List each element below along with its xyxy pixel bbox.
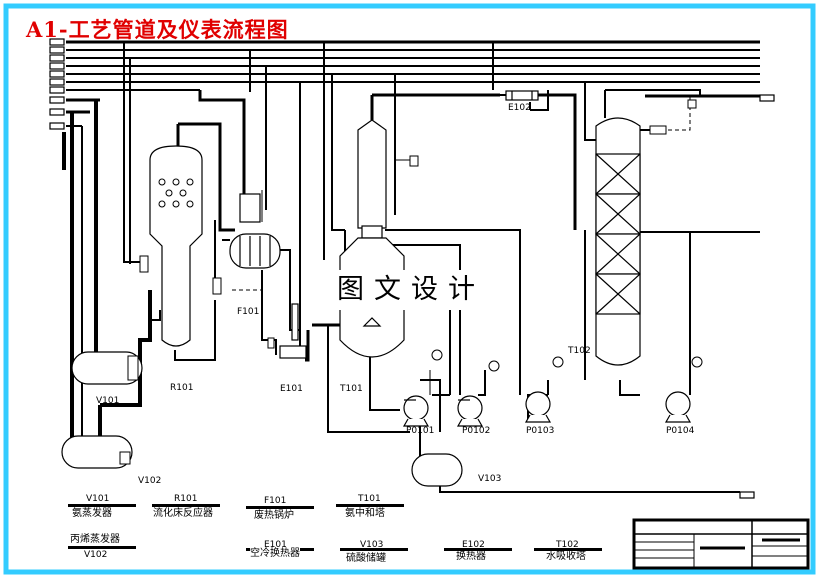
legend-name: 氨蒸发器 xyxy=(72,508,112,519)
utility-header-lines xyxy=(66,40,760,127)
tag-p0101: P0101 xyxy=(406,426,435,436)
legend-tag: R101 xyxy=(174,494,198,504)
pump-p0101 xyxy=(402,395,430,427)
legend-bar xyxy=(340,548,408,551)
tag-r101: R101 xyxy=(170,383,194,393)
line-end-markers xyxy=(739,94,775,499)
tag-p0104: P0104 xyxy=(666,426,695,436)
legend-bar xyxy=(68,546,136,549)
tag-p0103: P0103 xyxy=(526,426,555,436)
tag-e101: E101 xyxy=(280,384,303,394)
legend-name: 流化床反应器 xyxy=(153,508,213,519)
legend-tag: E101 xyxy=(264,540,287,550)
line-origin-markers xyxy=(49,38,65,130)
legend-bar xyxy=(246,506,314,509)
tank-v103 xyxy=(411,453,463,487)
tag-f101: F101 xyxy=(237,307,260,317)
legend-name: 氨中和塔 xyxy=(345,508,385,519)
title-block xyxy=(632,518,810,570)
legend-bar xyxy=(152,504,220,507)
vessel-v102 xyxy=(61,435,133,469)
legend-tag: V102 xyxy=(84,550,108,560)
boiler-f101 xyxy=(229,193,281,269)
legend-name: 废热锅炉 xyxy=(254,510,294,521)
legend-tag: E102 xyxy=(462,540,485,550)
legend-tag: V101 xyxy=(86,494,110,504)
legend-name: 丙烯蒸发器 xyxy=(70,534,120,545)
column-t102 xyxy=(595,117,641,366)
process-piping xyxy=(62,42,760,493)
legend-name: 空冷换热器 xyxy=(250,548,300,559)
legend-tag: T102 xyxy=(556,540,579,550)
tag-e102: E102 xyxy=(508,103,531,113)
instrument-bubbles xyxy=(431,349,703,372)
page-title: A1-工艺管道及仪表流程图 xyxy=(26,17,289,42)
tag-t102: T102 xyxy=(568,346,591,356)
pump-p0102 xyxy=(456,395,484,427)
legend-tag: F101 xyxy=(264,496,287,506)
tag-v102: V102 xyxy=(138,476,162,486)
vessel-v101 xyxy=(71,351,143,385)
control-valves xyxy=(139,99,697,349)
tag-p0102: P0102 xyxy=(462,426,491,436)
tag-t101: T101 xyxy=(340,384,363,394)
reactor-r101 xyxy=(149,145,203,347)
watermark: 图文设计 xyxy=(326,270,496,310)
pump-p0104 xyxy=(664,391,692,423)
exchanger-e102 xyxy=(505,90,539,101)
legend-bar xyxy=(534,548,602,551)
legend-tag: T101 xyxy=(358,494,381,504)
exchanger-e101 xyxy=(279,303,307,359)
legend-name: 硫酸储罐 xyxy=(346,553,386,564)
legend-name: 换热器 xyxy=(456,551,486,562)
tag-v103: V103 xyxy=(478,474,502,484)
legend-name: 水吸收塔 xyxy=(546,551,586,562)
drawing-border xyxy=(3,3,816,575)
legend-bar xyxy=(68,504,136,507)
tag-v101: V101 xyxy=(96,396,120,406)
legend-bar xyxy=(444,548,512,551)
pump-p0103 xyxy=(524,391,552,423)
legend-bar xyxy=(336,504,404,507)
legend-tag: V103 xyxy=(360,540,384,550)
